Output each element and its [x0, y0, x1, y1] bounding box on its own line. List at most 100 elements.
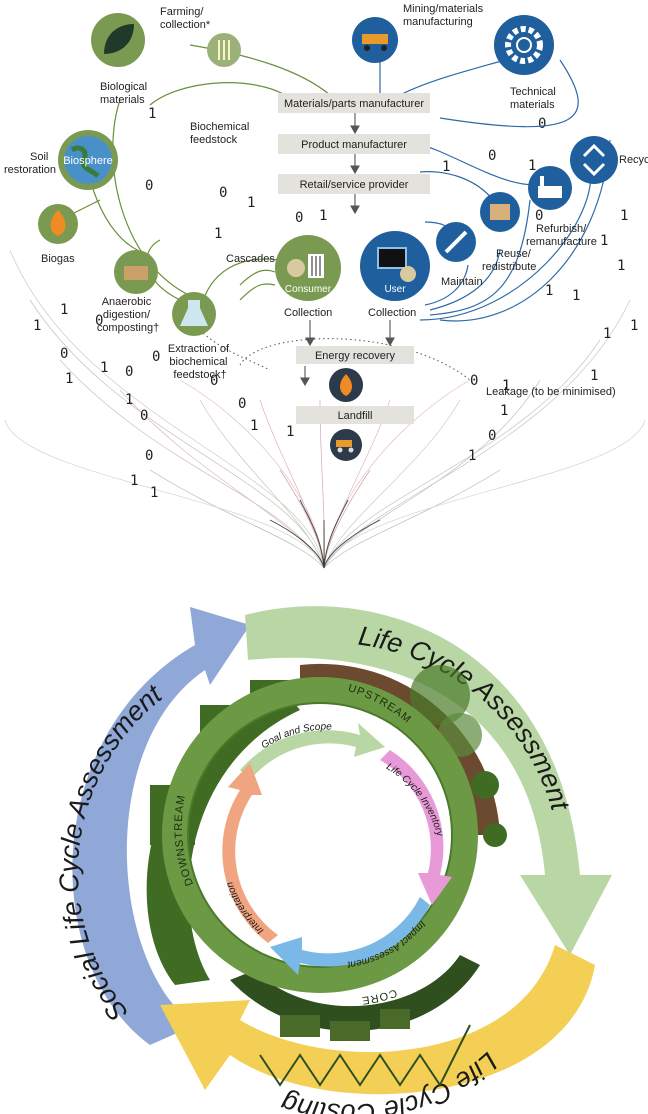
- lcc-arrow: [160, 945, 595, 1095]
- mining-line2: manufacturing: [403, 16, 473, 28]
- globe-icon: [58, 130, 118, 190]
- stage-ring-inner-edge: [187, 702, 453, 968]
- wheat-icon: [207, 33, 241, 67]
- svg-text:1: 1: [130, 473, 138, 489]
- binary-digits: 1 0 0 1 1 0 1 1 1 0 0 1 0 0 1 1 0 0 1 1 …: [33, 106, 638, 501]
- svg-text:1: 1: [620, 208, 628, 224]
- stage-box-materials-label: Materials/parts manufacturer: [284, 98, 424, 110]
- svg-text:0: 0: [210, 373, 218, 389]
- svg-text:1: 1: [33, 318, 41, 334]
- refurbish-line1: Refurbish/: [536, 223, 587, 235]
- interpretation-arrow: [222, 763, 278, 943]
- svg-text:0: 0: [535, 208, 543, 224]
- svg-text:1: 1: [250, 418, 258, 434]
- collection-left-label: Collection: [284, 307, 332, 319]
- wrench-icon: [436, 222, 476, 262]
- svg-text:1: 1: [590, 368, 598, 384]
- extraction-line1: Extraction of: [168, 343, 230, 355]
- svg-text:1: 1: [500, 403, 508, 419]
- refurbish-label: Refurbish/ remanufacture: [526, 223, 597, 248]
- collection-right-label: Collection: [368, 307, 416, 319]
- biosphere-label: Biosphere: [63, 155, 113, 167]
- flame-icon: [38, 204, 78, 244]
- svg-text:1: 1: [148, 106, 156, 122]
- svg-text:1: 1: [319, 208, 327, 224]
- svg-text:0: 0: [219, 185, 227, 201]
- stage-box-energy: Energy recovery: [296, 346, 414, 364]
- core-machinery: [230, 955, 480, 1087]
- tech-mat-line1: Technical: [510, 86, 556, 98]
- tech-mat-line2: materials: [510, 99, 555, 111]
- farming-line1: Farming/: [160, 6, 204, 18]
- soil-line1: Soil: [30, 151, 48, 163]
- biogas-label: Biogas: [41, 253, 75, 265]
- box-icon: [480, 192, 520, 232]
- mining-label: Mining/materials manufacturing: [403, 3, 486, 28]
- refurbish-line2: remanufacture: [526, 236, 597, 248]
- bio-mat-line2: materials: [100, 94, 145, 106]
- biological-materials-label: Biological materials: [100, 81, 150, 106]
- svg-text:1: 1: [468, 448, 476, 464]
- svg-text:1: 1: [65, 371, 73, 387]
- svg-text:0: 0: [60, 346, 68, 362]
- reuse-line2: redistribute: [482, 261, 536, 273]
- tree-icon: [410, 665, 470, 725]
- impact-arrow: [270, 897, 430, 975]
- svg-text:0: 0: [152, 349, 160, 365]
- mining-line1: Mining/materials: [403, 3, 484, 15]
- extraction-label: Extraction of biochemical feedstock†: [168, 343, 232, 381]
- svg-text:1: 1: [125, 392, 133, 408]
- material-strands-dark: [269, 499, 381, 569]
- maintain-label: Maintain: [441, 276, 483, 288]
- goal-arrow: [240, 723, 385, 780]
- biochem-line2: feedstock: [190, 134, 238, 146]
- technical-materials-label: Technical materials: [510, 86, 559, 111]
- cost-line: [259, 1024, 471, 1087]
- farming-label: Farming/ collection*: [160, 6, 211, 31]
- svg-text:1: 1: [528, 158, 536, 174]
- interpretation-text: Interpretation: [224, 880, 266, 936]
- bio-mat-line1: Biological: [100, 81, 147, 93]
- svg-text:0: 0: [140, 408, 148, 424]
- stage-box-product: Product manufacturer: [278, 134, 430, 154]
- biochem-line1: Biochemical: [190, 121, 249, 133]
- circular-economy-diagram: 1 0 0 1 1 0 1 1 1 0 0 1 0 0 1 1 0 0 1 1 …: [4, 3, 648, 569]
- anaerobic-line2: digestion/: [103, 309, 151, 321]
- svg-text:1: 1: [150, 485, 158, 501]
- svg-text:1: 1: [572, 288, 580, 304]
- stage-ring: [162, 677, 478, 993]
- circular-economy-canvas: 1 0 0 1 1 0 1 1 1 0 0 1 0 0 1 1 0 0 1 1 …: [4, 3, 648, 569]
- svg-text:1: 1: [247, 195, 255, 211]
- anaerobic-line1: Anaerobic: [102, 296, 152, 308]
- tractor-icon: [280, 1015, 320, 1037]
- life-cycle-canvas: Life Cycle Assessment Social Life Cycle …: [54, 606, 612, 1114]
- stage-box-materials: Materials/parts manufacturer: [278, 93, 430, 113]
- svg-text:0: 0: [145, 178, 153, 194]
- mining-truck-icon: [352, 17, 398, 63]
- svg-text:1: 1: [617, 258, 625, 274]
- compost-icon: [114, 250, 158, 294]
- stage-box-landfill: Landfill: [296, 406, 414, 424]
- svg-text:0: 0: [538, 116, 546, 132]
- soil-line2: restoration: [4, 164, 56, 176]
- svg-text:0: 0: [125, 364, 133, 380]
- interpretation-label: Interpretation: [224, 880, 266, 936]
- svg-text:1: 1: [60, 302, 68, 318]
- cascades-label: Cascades: [226, 253, 275, 265]
- machinery-icon: [380, 1009, 410, 1029]
- inventory-arrow: [380, 750, 452, 905]
- stage-box-product-label: Product manufacturer: [301, 139, 407, 151]
- svg-text:1: 1: [442, 159, 450, 175]
- svg-text:1: 1: [214, 226, 222, 242]
- extraction-line2: biochemical: [169, 356, 227, 368]
- svg-text:1: 1: [286, 424, 294, 440]
- svg-text:0: 0: [145, 448, 153, 464]
- recycle-icon: [570, 136, 618, 184]
- fire-icon: [329, 368, 363, 402]
- svg-text:1: 1: [100, 360, 108, 376]
- center-arrows: [300, 112, 395, 387]
- stage-box-retail: Retail/service provider: [278, 174, 430, 194]
- consumer-icon: [275, 235, 341, 301]
- svg-text:0: 0: [238, 396, 246, 412]
- svg-text:1: 1: [502, 378, 510, 394]
